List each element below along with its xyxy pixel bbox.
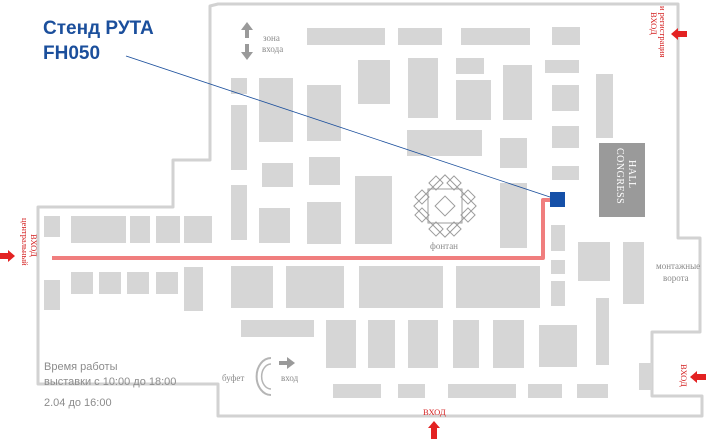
- fountain-ornament-icon: [413, 174, 477, 238]
- stand: [545, 60, 579, 73]
- entrance-left-1: центральный: [20, 218, 30, 266]
- stand: [407, 130, 482, 156]
- stand: [368, 320, 395, 368]
- stand: [231, 185, 247, 240]
- congress-hall-label-2: HALL: [626, 160, 637, 189]
- stand: [552, 27, 580, 45]
- callout-leader: [125, 55, 554, 199]
- stand: [286, 266, 344, 308]
- callout-line-2: FH050: [43, 43, 101, 64]
- stand: [156, 216, 180, 243]
- schedule-line-2: выставки с 10:00 до 18:00: [44, 376, 177, 388]
- red-arrow-icon: [428, 421, 440, 439]
- stand: [456, 58, 484, 74]
- stand-blocks: [44, 27, 652, 398]
- stand: [307, 28, 385, 45]
- assembly-gate-label-1: монтажные: [656, 261, 700, 271]
- red-arrow-icon: [671, 28, 687, 40]
- stand: [130, 216, 150, 243]
- stand: [44, 216, 60, 237]
- stand: [44, 280, 60, 310]
- entrance-left-2: ВХОД: [29, 234, 39, 257]
- red-arrow-icon: [0, 250, 15, 262]
- stand: [552, 126, 579, 148]
- stand: [231, 78, 247, 94]
- callout-line-1: Стенд РУТА: [43, 18, 154, 39]
- congress-hall: [599, 143, 645, 217]
- stand: [333, 384, 381, 398]
- stand: [539, 325, 577, 367]
- stand: [500, 183, 527, 248]
- stand: [231, 266, 273, 308]
- buffet-door-inner: [260, 363, 272, 390]
- buffet-label: буфет: [222, 373, 244, 383]
- stand: [551, 260, 565, 274]
- congress-hall-label-1: CONGRESS: [614, 148, 625, 204]
- stand: [456, 80, 491, 120]
- stand: [262, 163, 293, 187]
- stand-callout: Стенд РУТА FH050: [43, 16, 154, 66]
- stand: [528, 384, 562, 398]
- entrance-top-right-2: и регистрация: [658, 6, 668, 57]
- stand: [408, 58, 438, 118]
- stand: [577, 384, 608, 398]
- stand: [127, 272, 149, 294]
- stand: [500, 138, 527, 168]
- stand: [241, 320, 314, 337]
- stand: [307, 85, 341, 141]
- stand: [307, 202, 341, 244]
- stand: [358, 60, 390, 104]
- stand: [184, 267, 203, 311]
- stand: [71, 216, 126, 243]
- stand: [309, 157, 340, 185]
- stand: [461, 28, 530, 45]
- stand: [359, 266, 443, 308]
- entrance-top-right-1: ВХОД: [649, 12, 659, 35]
- buffet-door: [255, 357, 272, 396]
- stand: [259, 208, 290, 243]
- stand: [184, 216, 212, 243]
- stand: [596, 74, 613, 138]
- stand: [326, 320, 356, 368]
- route-path: [52, 198, 556, 260]
- stand: [398, 28, 442, 45]
- stand: [99, 272, 121, 294]
- stand: [453, 320, 479, 368]
- stand: [71, 272, 93, 294]
- stand: [503, 65, 532, 120]
- stand: [398, 384, 425, 398]
- stand: [551, 281, 565, 306]
- stand: [156, 272, 178, 294]
- stand: [448, 384, 516, 398]
- zone-entry-label-2: входа: [262, 44, 283, 54]
- stand: [578, 242, 610, 281]
- stand: [493, 320, 524, 368]
- up-down-arrow-icon: [241, 22, 253, 60]
- stand-marker[interactable]: [550, 192, 565, 207]
- assembly-gate-label-2: ворота: [663, 273, 689, 283]
- stand: [596, 298, 609, 365]
- stand: [551, 225, 565, 251]
- fountain-label: фонтан: [430, 241, 458, 251]
- buffet-entry-label: вход: [281, 373, 299, 383]
- stand: [639, 363, 652, 390]
- entrance-right-bottom: ВХОД: [679, 364, 689, 387]
- buffet-arrow-icon: [279, 357, 295, 369]
- stand: [355, 176, 392, 244]
- hall-outline: [36, 2, 704, 418]
- stand: [623, 242, 644, 304]
- entrance-bottom: ВХОД: [423, 407, 446, 417]
- stand: [552, 166, 579, 180]
- stand: [552, 85, 579, 111]
- schedule-line-3: 2.04 до 16:00: [44, 397, 112, 409]
- zone-entry-label-1: зона: [263, 33, 280, 43]
- schedule-line-1: Время работы: [44, 361, 118, 373]
- red-arrow-icon: [690, 371, 706, 383]
- stand: [408, 320, 438, 368]
- stand: [231, 105, 247, 170]
- stand: [456, 266, 540, 308]
